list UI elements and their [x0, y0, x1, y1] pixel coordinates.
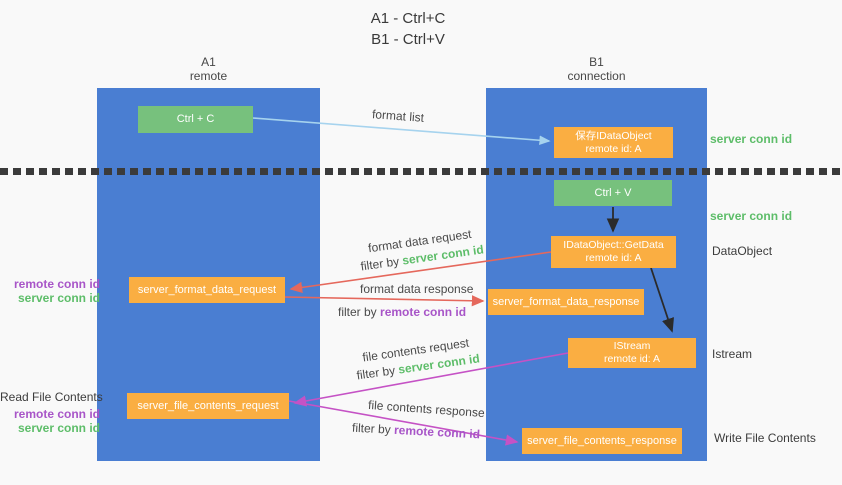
box-save-idataobject-line2: remote id: A — [585, 142, 642, 155]
lane-b1-name: B1 — [589, 55, 604, 69]
label-format-list: format list — [371, 106, 425, 127]
box-server-file-contents-response: server_file_contents_response — [522, 428, 682, 454]
right-label-write-file-contents: Write File Contents — [714, 431, 816, 445]
box-ctrl-v: Ctrl + V — [554, 180, 672, 206]
box-server-file-contents-request: server_file_contents_request — [127, 393, 289, 419]
left-remote-conn-id-2: remote conn id — [13, 407, 100, 421]
right-label-istream: Istream — [712, 347, 753, 361]
remote-conn-id-text: remote conn id — [393, 422, 481, 442]
box-istream-line1: IStream — [613, 340, 651, 352]
format-data-response-text: format data response — [360, 282, 474, 296]
box-server-file-contents-response-label: server_file_contents_response — [527, 434, 677, 447]
lane-a1-role: remote — [189, 69, 228, 83]
label-file-contents-request: file contents request filter by server c… — [340, 332, 493, 387]
label-file-contents-response-filter: filter by remote conn id — [352, 420, 481, 444]
diagram-title: A1 - Ctrl+C B1 - Ctrl+V — [308, 8, 508, 50]
left-label-read-file-contents: Read File Contents — [0, 390, 103, 404]
lane-b1-role: connection — [567, 69, 626, 83]
box-istream: IStream remote id: A — [568, 338, 696, 368]
box-server-format-data-request-label: server_format_data_request — [137, 283, 277, 296]
lane-a1-name: A1 — [201, 55, 216, 69]
lane-header-b1: B1 connection — [486, 55, 707, 83]
filter-by-text: filter by — [351, 420, 392, 437]
label-file-contents-response: file contents response — [368, 397, 486, 422]
left-server-conn-id-2: server conn id — [17, 421, 100, 435]
phase-divider-dashed-line — [0, 168, 842, 175]
left-label-conn-ids-2: remote conn id server conn id — [0, 407, 100, 435]
lane-header-a1: A1 remote — [97, 55, 320, 83]
box-server-file-contents-request-label: server_file_contents_request — [137, 399, 279, 412]
filter-by-text: filter by — [355, 363, 396, 383]
label-format-data-request: format data request filter by server con… — [344, 223, 497, 278]
left-server-conn-id-1: server conn id — [17, 291, 100, 305]
label-format-data-response: format data response — [360, 281, 473, 298]
left-remote-conn-id-1: remote conn id — [13, 277, 100, 291]
box-save-idataobject-line1: 保存IDataObject — [575, 129, 652, 142]
remote-conn-id-text: remote conn id — [380, 305, 467, 319]
box-save-idataobject: 保存IDataObject remote id: A — [554, 127, 673, 158]
file-contents-response-text: file contents response — [367, 397, 486, 421]
label-format-data-response-filter: filter by remote conn id — [338, 304, 466, 321]
filter-by-text: filter by — [338, 305, 377, 319]
box-server-format-data-request: server_format_data_request — [129, 277, 285, 303]
box-istream-line2: remote id: A — [603, 353, 661, 365]
box-ctrl-c: Ctrl + C — [138, 106, 253, 133]
box-getdata-line2: remote id: A — [585, 252, 642, 264]
box-server-format-data-response-label: server_format_data_response — [492, 295, 640, 308]
format-list-text: format list — [371, 107, 425, 125]
title-line-2: B1 - Ctrl+V — [371, 31, 445, 48]
right-label-server-conn-id-1: server conn id — [710, 132, 793, 146]
box-server-format-data-response: server_format_data_response — [488, 289, 644, 315]
title-line-1: A1 - Ctrl+C — [370, 10, 446, 27]
right-label-server-conn-id-2: server conn id — [710, 209, 793, 223]
right-label-dataobject: DataObject — [712, 244, 773, 258]
box-ctrl-c-label: Ctrl + C — [176, 113, 215, 125]
box-ctrl-v-label: Ctrl + V — [594, 186, 632, 199]
left-label-conn-ids-1: remote conn id server conn id — [0, 277, 100, 305]
box-idataobject-getdata: IDataObject::GetData remote id: A — [551, 236, 676, 268]
filter-by-text: filter by — [359, 254, 400, 274]
box-getdata-line1: IDataObject::GetData — [563, 239, 664, 251]
